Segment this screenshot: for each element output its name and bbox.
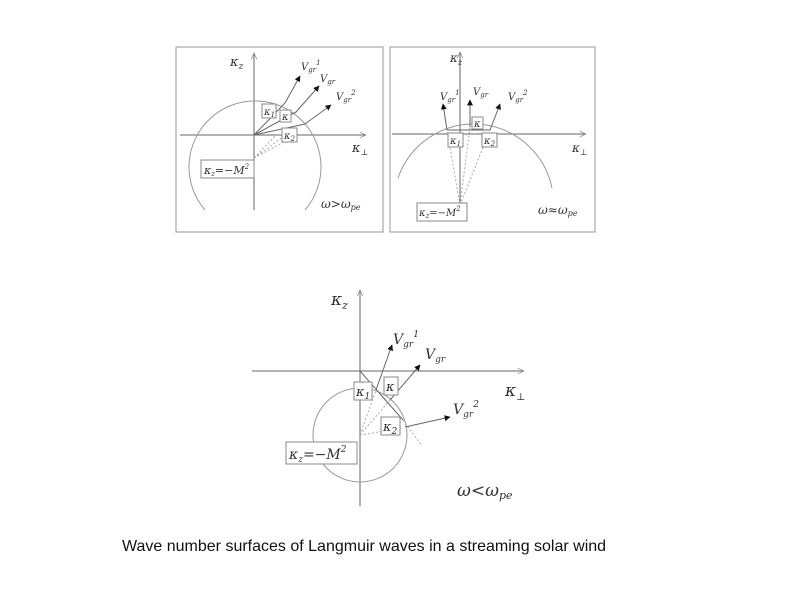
panel-frame [389,46,596,233]
kz-label: κz [449,51,463,67]
vgr2-label: Vgr2 [453,400,479,420]
vgr1-label: Vgr1 [301,59,321,74]
origin-label: κz=−M2 [203,163,250,178]
kz-label: κz [229,55,244,72]
panel-omega-less: κz κ⊥ Vgr1 Vgr Vgr2 κ1 κ κ2 κz=−M2 ω<ωpe [252,290,526,506]
k1-label: κ1 [449,136,461,148]
kperp-label: κ⊥ [504,381,526,403]
kperp-label: κ⊥ [351,141,368,157]
vgr1-arrow [375,344,394,391]
origin-label: κz=−M2 [288,445,347,465]
vgr2-arrow [404,415,451,428]
k1-label: κ1 [355,385,370,402]
vgr-label: Vgr [425,347,446,365]
dotted-lines [446,126,491,206]
k-label: κ [473,119,481,130]
vgr-label: Vgr [473,87,489,99]
vgr-label: Vgr [320,74,336,86]
k2-label: κ2 [382,420,398,437]
vgr1-arrow [440,103,448,131]
figure-caption: Wave number surfaces of Langmuir waves i… [122,538,607,555]
k1-vector [253,102,286,136]
panel-frame [175,46,384,233]
k1-label: κ1 [263,107,275,119]
condition-label: ω<ωpe [457,481,513,502]
vgr1-label: Vgr1 [440,89,460,104]
kz-label: κz [330,290,348,312]
kperp-label: κ⊥ [571,141,587,157]
vgr2-arrow [304,104,332,125]
tangent-line [359,370,404,421]
k2-label: κ2 [483,136,496,148]
k-label: κ [385,380,395,395]
condition-label: ω>ωpe [321,197,361,212]
panel-omega-greater: κz κ⊥ Vgr1 Vgr Vgr2 κ1 κ κ2 κz=−M2 ω>ωpe [175,46,384,233]
vgr2-arrow [489,103,501,131]
vgr2-label: Vgr2 [336,89,356,104]
k-label: κ [281,112,289,123]
origin-label: κz=−M2 [418,205,461,220]
condition-label: ω≈ωpe [538,203,578,218]
wave-surface-circle [188,100,322,211]
dotted-lines [253,135,296,159]
vgr1-label: Vgr1 [393,330,419,350]
k2-label: κ2 [283,131,296,143]
vgr2-label: Vgr2 [508,89,528,104]
k2-vector [253,123,306,136]
vgr-arrow [295,85,320,113]
panel-omega-approx: κz κ⊥ Vgr1 Vgr Vgr2 κ κ1 κ2 κz=−M2 ω≈ωpe [389,46,596,233]
vgr1-arrow [284,75,301,104]
